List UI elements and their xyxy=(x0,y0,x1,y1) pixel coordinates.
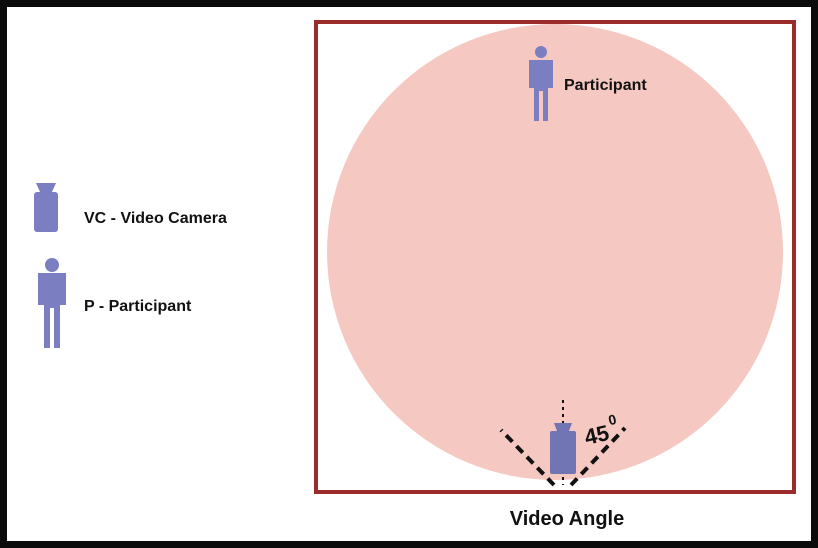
legend-camera-label: VC - Video Camera xyxy=(84,210,227,227)
angle-degree-mark: 0 xyxy=(607,411,618,428)
video-camera-icon xyxy=(550,423,576,474)
legend-participant-icon xyxy=(38,258,66,348)
participant-icon xyxy=(529,46,553,121)
legend-participant-label: P - Participant xyxy=(84,298,192,315)
camera-left-angle-line xyxy=(499,428,556,487)
room-boundary xyxy=(314,20,796,494)
legend-camera-icon xyxy=(34,183,58,232)
angle-value: 45 xyxy=(582,420,611,450)
camera-coverage-area xyxy=(327,24,783,480)
diagram-caption: Video Angle xyxy=(510,508,624,530)
participant-label: Participant xyxy=(564,77,647,94)
legend: VC - Video Camera P - Participant xyxy=(34,183,227,348)
camera-right-angle-line xyxy=(569,426,627,487)
